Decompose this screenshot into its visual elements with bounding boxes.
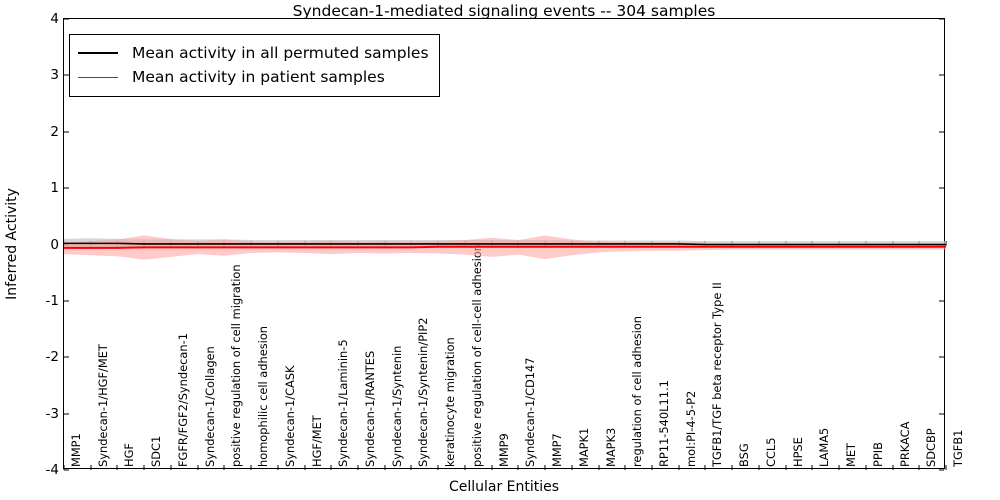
y-tick-label: 0 [50, 236, 59, 253]
x-tick-mark-bottom [277, 465, 279, 470]
x-tick-mark-bottom [838, 465, 840, 470]
x-tick-mark-bottom [678, 465, 680, 470]
y-tick-mark [64, 300, 69, 302]
x-tick-mark-bottom [170, 465, 172, 470]
plot-area [64, 19, 946, 470]
y-tick-mark [64, 469, 69, 471]
series-mean-line [64, 242, 946, 246]
x-tick-mark-bottom [544, 465, 546, 470]
y-tick-label: 2 [50, 123, 59, 140]
series-mean-line [64, 245, 946, 249]
y-tick-label: -2 [45, 349, 59, 366]
y-tick-label: -1 [45, 292, 59, 309]
x-tick-mark [945, 240, 947, 246]
y-tick-label: -4 [45, 462, 59, 478]
legend-swatch-patient [78, 76, 118, 78]
y-tick-mark [64, 18, 69, 20]
legend-swatch-permuted [78, 52, 118, 54]
x-tick-mark-bottom [517, 465, 519, 470]
x-tick-mark-bottom [437, 465, 439, 470]
x-tick-label: TGFB1 [951, 429, 965, 467]
chart-title: Syndecan-1-mediated signaling events -- … [292, 2, 716, 20]
x-tick-mark-bottom [811, 465, 813, 470]
legend-label-permuted: Mean activity in all permuted samples [132, 44, 429, 62]
y-tick-mark-right [939, 187, 944, 189]
y-tick-mark [64, 187, 69, 189]
x-tick-mark-bottom [143, 465, 145, 470]
y-tick-mark-right [939, 131, 944, 133]
y-axis-label: Inferred Activity [4, 187, 20, 300]
x-tick-mark-bottom [330, 465, 332, 470]
x-tick-mark-bottom [357, 465, 359, 470]
y-tick-mark-right [939, 18, 944, 20]
y-tick-label: 1 [50, 180, 59, 197]
x-tick-mark-bottom [598, 465, 600, 470]
y-tick-mark [64, 413, 69, 415]
x-tick-mark-bottom [197, 465, 199, 470]
legend-item-patient: Mean activity in patient samples [78, 65, 429, 89]
x-tick-mark-bottom [223, 465, 225, 470]
y-tick-mark-right [939, 356, 944, 358]
x-tick-mark-bottom [63, 465, 65, 470]
y-tick-label: 4 [50, 11, 59, 27]
y-tick-mark [64, 74, 69, 76]
y-tick-mark [64, 131, 69, 133]
y-tick-mark-right [939, 413, 944, 415]
y-tick-mark-right [939, 74, 944, 76]
y-tick-mark-right [939, 469, 944, 471]
x-tick-mark-bottom [731, 465, 733, 470]
legend-label-patient: Mean activity in patient samples [132, 68, 385, 86]
x-tick-mark-bottom [116, 465, 118, 470]
x-tick-mark-bottom [410, 465, 412, 470]
legend-item-permuted: Mean activity in all permuted samples [78, 41, 429, 65]
x-tick-mark-bottom [892, 465, 894, 470]
x-tick-mark-bottom [90, 465, 92, 470]
y-tick-mark [64, 356, 69, 358]
x-tick-mark-bottom [785, 465, 787, 470]
x-tick-mark-bottom [918, 465, 920, 470]
x-tick-mark-bottom [571, 465, 573, 470]
x-tick-mark-bottom [651, 465, 653, 470]
x-tick-mark-bottom [464, 465, 466, 470]
chart-legend: Mean activity in all permuted samples Me… [69, 34, 440, 97]
x-tick-mark-bottom [384, 465, 386, 470]
x-tick-mark-bottom [865, 465, 867, 470]
x-tick-mark-bottom [945, 465, 947, 470]
x-tick-mark-bottom [704, 465, 706, 470]
y-tick-label: -3 [45, 405, 59, 422]
x-axis-label: Cellular Entities [448, 479, 560, 495]
x-tick-mark-bottom [304, 465, 306, 470]
x-tick-mark-bottom [491, 465, 493, 470]
x-tick-mark-bottom [250, 465, 252, 470]
x-tick-mark-bottom [758, 465, 760, 470]
x-tick-mark-bottom [624, 465, 626, 470]
y-tick-mark-right [939, 300, 944, 302]
y-tick-label: 3 [50, 67, 59, 84]
